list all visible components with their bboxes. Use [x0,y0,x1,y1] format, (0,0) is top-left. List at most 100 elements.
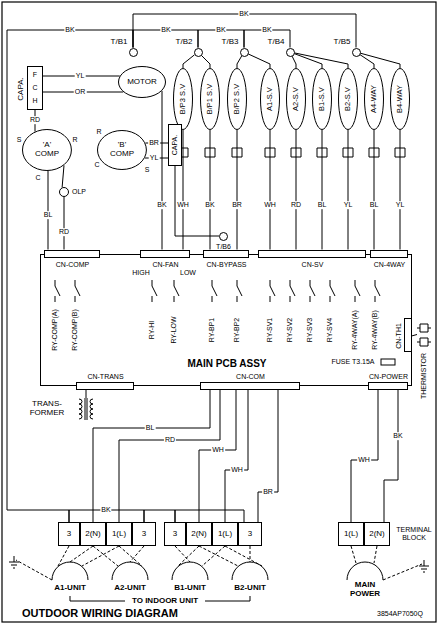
part-number: 3854AP7050Q [377,610,423,618]
terminal-point-outline [286,48,295,57]
terminal-cell: 1(L) [338,522,364,546]
connector: CN-POWER [368,382,408,390]
solenoid-valve: B2-S.V [338,68,358,130]
node-text: T/B5 [334,38,351,47]
transformer-outline [74,398,98,420]
wire [133,14,356,48]
solenoid-valve-outline [261,69,280,130]
node-text: T/B1 [111,38,128,47]
wire [210,130,211,250]
node-text: 3 [142,530,146,539]
relay-name: RY-4WAY(A) [351,310,359,350]
node-text: 3 [248,530,252,539]
wire-color-label: BK [238,10,249,18]
wire [360,53,400,68]
wire-color-label: YL [75,72,86,80]
wire-color-label: BL [317,201,328,209]
fan-motor: MOTOR [118,66,166,98]
transformer-symbol [79,398,93,420]
node-text: OLP [72,188,86,196]
wire-color-label: OR [74,88,87,96]
wire [258,390,278,523]
wire [237,130,238,250]
wire [384,390,398,523]
wire-color-label: WH [211,446,225,454]
relay-name: RY-SV4 [326,318,334,343]
node-text: CN-BYPASS [207,261,247,269]
node-text: B/P3 S.V [179,84,187,114]
unit-label: A1-UNIT [54,584,86,593]
solenoid-valve: B1-S.V [312,68,332,130]
wire-color-label: YL [343,201,354,209]
solenoid-valve-outline [228,69,247,130]
node-text: CAPA. [17,77,26,100]
node-text: CN-POWER [369,373,408,381]
node-text: 1(L) [344,530,358,539]
solenoid-valve-outline [201,69,220,130]
terminal-cell: 3 [164,522,186,546]
wire [351,390,378,523]
fuse-symbol [381,359,395,365]
solenoid-valve: B/P2 S.V [227,68,247,130]
thermistor-outline [417,322,431,350]
terminal-point: T/B2 [194,48,203,57]
wire [248,54,270,68]
node-text: 1(L) [218,530,232,539]
wire-color-label: BL [369,201,380,209]
node-text: T/B6 [216,243,231,251]
overload-protector-outline [59,187,69,197]
relay-name: RY-BP2 [233,318,241,343]
wire-color-label: BR [148,139,160,147]
solenoid-valve-outline [287,69,306,130]
wire [162,91,163,250]
terminal-point-outline [194,48,203,57]
terminal-point: T/B3 [240,48,249,57]
wire-color-label: BL [145,424,156,432]
node-text: 2(N) [85,530,101,539]
wire [183,130,184,250]
node-text: 2(N) [369,530,385,539]
overload-protector: OLP [59,187,69,197]
relay-switch-symbol [55,280,380,302]
wire [292,56,296,68]
node-text: 3 [173,530,177,539]
wire [412,335,418,337]
unit-label: MAIN POWER [345,581,385,599]
wire-color-label: WH [357,456,371,464]
terminal-point: T/B5 [352,48,361,57]
terminal-point-outline [352,48,361,57]
wire-color-label: BK [204,201,215,209]
node-text: MOTOR [127,78,157,87]
wire-color-label: BK [261,26,272,34]
connector: CN-FAN [140,250,190,258]
wire-color-label: BK [100,506,111,514]
thermistor-symbol [417,324,431,346]
terminal-letter: C [94,161,99,169]
node-text: A1-S.V [266,87,274,111]
terminal-cell: 2(N) [186,522,212,546]
wire [183,55,194,68]
node-text: CN-TRANS [87,373,123,381]
node-text: 3 [67,530,71,539]
wire [348,130,349,250]
terminal-cell: 2(N) [80,522,106,546]
wire [294,53,348,68]
node-text: CN-TH1 [395,323,403,349]
node-text: A4-WAY [370,85,378,113]
wire [270,130,271,250]
wire [86,390,87,399]
unit-label: A2-UNIT [114,584,146,593]
connector: CN-COM [200,382,300,390]
node-text: TRANS- FORMER [26,400,68,418]
terminal-cell: 2(N) [364,522,390,546]
wire-color-label: RD [29,116,41,124]
wire [400,130,401,250]
terminal-letter: S [17,136,22,144]
node-text: CN-4WAY [374,261,406,269]
node-text: B4-WAY [396,85,404,113]
wire-color-label: YL [395,201,406,209]
wire [237,56,242,68]
valve-plug [178,148,405,157]
wire-color-label: BK [160,26,171,34]
